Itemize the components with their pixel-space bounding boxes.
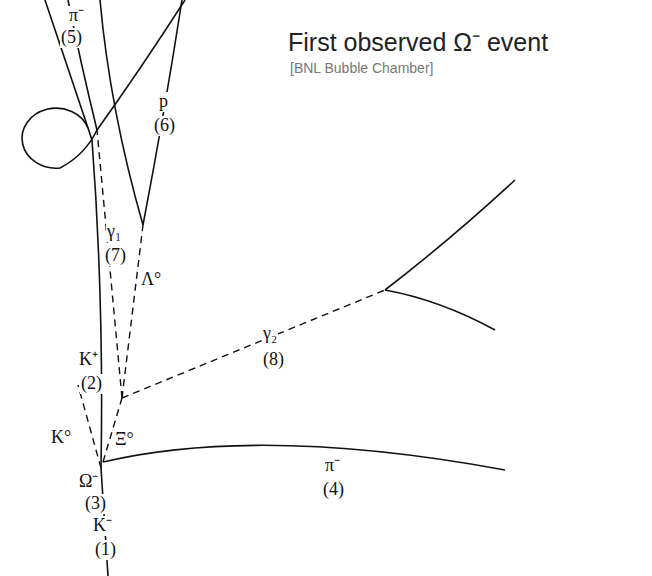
electron-track [68,0,97,130]
particle-name: Λ° [140,270,162,290]
subtitle: [BNL Bubble Chamber] [290,60,433,76]
positron-track [97,0,185,130]
electron-track [385,180,515,290]
particle-name: γ₁ [106,222,122,242]
callout-number: (1) [94,540,117,560]
callout-number: (8) [262,350,285,370]
callout-number: (5) [60,28,83,48]
electron-spiral [22,108,97,168]
particle-name: K⁺ [78,350,99,370]
callout-number: (2) [80,374,103,394]
callout-number: (6) [153,116,176,136]
photon-track [122,290,385,398]
particle-name: K⁻ [92,516,113,536]
callout-number: (3) [84,494,107,514]
positron-track [385,290,495,330]
neutral-track [78,385,101,468]
particle-name: p [158,92,169,112]
pion-track [100,0,143,225]
callout-number: (7) [104,246,127,266]
callout-number: (4) [322,480,345,500]
pion-track [103,445,505,470]
title: First observed Ω⁻ event [288,24,548,58]
particle-name: π⁻ [68,6,85,26]
particle-name: Ξ° [114,430,135,450]
particle-name: K° [50,428,72,448]
kaon-track [45,0,102,468]
particle-name: π⁻ [324,456,341,476]
particle-name: γ₂ [262,324,278,344]
particle-name: Ω⁻ [78,472,99,492]
